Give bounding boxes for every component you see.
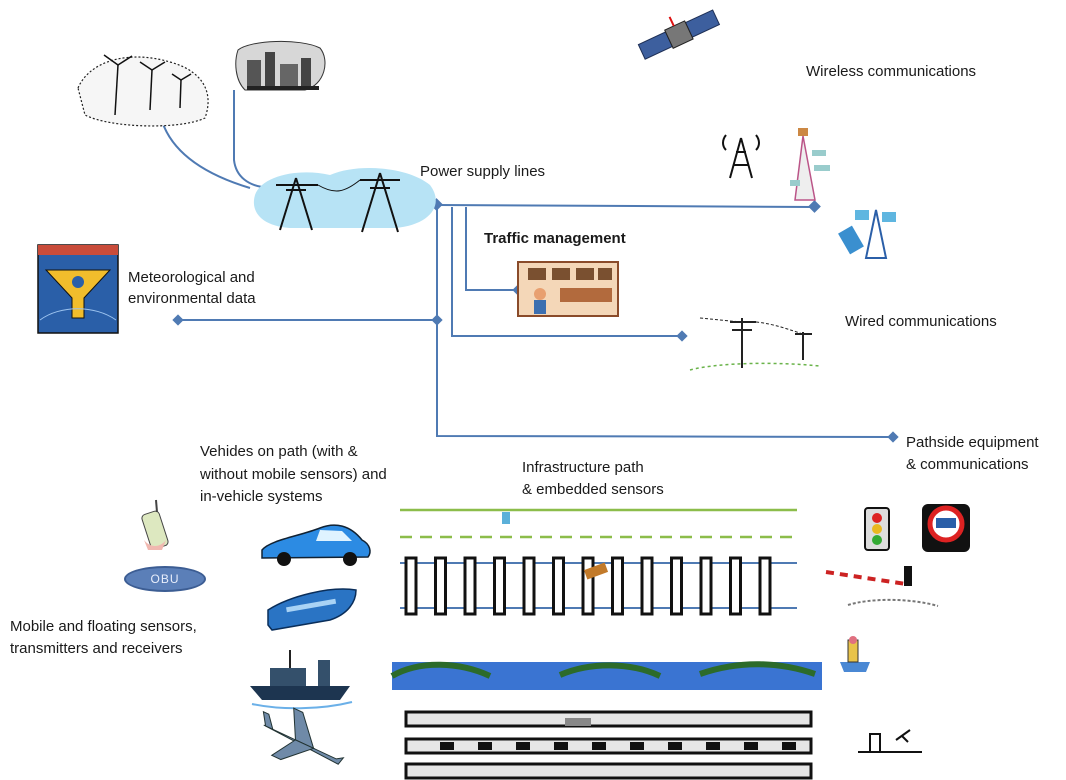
node-wireless (808, 200, 821, 213)
rail-sleeper (522, 556, 536, 616)
waterway-icon (390, 661, 822, 690)
node-wired (676, 330, 688, 342)
runway-mark (516, 742, 530, 750)
runway-mark (592, 742, 606, 750)
rail-sleeper (581, 556, 595, 616)
car-icon (261, 524, 371, 566)
train-icon (267, 588, 357, 631)
runway-mark (630, 742, 644, 750)
runway-mark (744, 742, 758, 750)
wired-communications-label: Wired communications (845, 313, 997, 330)
ship-icon (250, 650, 353, 710)
weather-funnel-icon (37, 244, 119, 334)
runway-mark (554, 742, 568, 750)
telephone-poles-icon (689, 317, 821, 371)
level-crossing-barrier-icon (825, 566, 939, 607)
vehicles-label-line1: Vehides on path (with & (200, 443, 358, 460)
radio-antenna-icon (722, 134, 760, 179)
rail-sleeper (670, 556, 683, 616)
pathside-label-line1: Pathside equipment (906, 434, 1039, 451)
node-trunk (431, 314, 443, 326)
traffic-branch-line (465, 207, 518, 291)
cell-tower-icon (790, 128, 830, 201)
wired-branch-line (451, 207, 682, 337)
runway-icon (404, 710, 813, 780)
wireless-tower-icon (838, 209, 896, 259)
vehicles-label-line3: in-vehicle systems (200, 488, 323, 505)
connection-lines (157, 90, 894, 438)
buoy-icon (840, 636, 870, 672)
traffic-control-room-icon (517, 261, 619, 317)
rail-sleeper (552, 556, 565, 616)
rail-sleeper (758, 556, 772, 616)
runway-mark (478, 742, 492, 750)
satellite-icon (637, 9, 721, 60)
mobile-sensor-icon (141, 499, 169, 550)
obu-badge: OBU (124, 566, 206, 592)
runway-mark (440, 742, 454, 750)
rail-sleeper (463, 556, 477, 616)
airport-icon (858, 729, 922, 753)
meteorological-label-line1: Meteorological and (128, 269, 255, 286)
power-line-main (436, 204, 816, 208)
runway-mark (706, 742, 720, 750)
rail-sleeper (493, 556, 506, 616)
rail-track-icon (400, 508, 797, 616)
power-plant-icon (235, 41, 326, 91)
mobile-sensors-label-line1: Mobile and floating sensors, (10, 618, 197, 635)
rail-sleeper (404, 556, 418, 616)
node-meteo (172, 314, 184, 326)
pathside-label-line2: & communications (906, 456, 1029, 473)
rail-sleeper (611, 556, 624, 616)
road-sign-icon (922, 504, 970, 552)
obu-label: OBU (150, 572, 180, 586)
mobile-sensors-label-line2: transmitters and receivers (10, 640, 183, 657)
node-pathside (887, 431, 899, 443)
runway-mark (782, 742, 796, 750)
airplane-icon (262, 707, 345, 765)
vehicles-label-line2: without mobile sensors) and (200, 466, 387, 483)
rail-sleeper (729, 556, 742, 616)
meteorological-label-line2: environmental data (128, 290, 256, 307)
rail-sleeper (434, 556, 447, 616)
plant-to-pylon-line (233, 90, 263, 188)
rail-sleeper (699, 556, 713, 616)
vertical-trunk-line (436, 205, 894, 438)
traffic-light-icon (864, 507, 890, 551)
power-pylons-icon (253, 167, 436, 233)
rail-sleeper (640, 556, 654, 616)
wireless-communications-label: Wireless communications (806, 63, 977, 80)
runway-mark (668, 742, 682, 750)
traffic-management-label: Traffic management (484, 230, 626, 247)
power-supply-lines-label: Power supply lines (420, 163, 546, 180)
infrastructure-label-line2: & embedded sensors (522, 481, 664, 498)
infrastructure-label-line1: Infrastructure path (522, 459, 644, 476)
wind-farm-icon (77, 54, 209, 127)
